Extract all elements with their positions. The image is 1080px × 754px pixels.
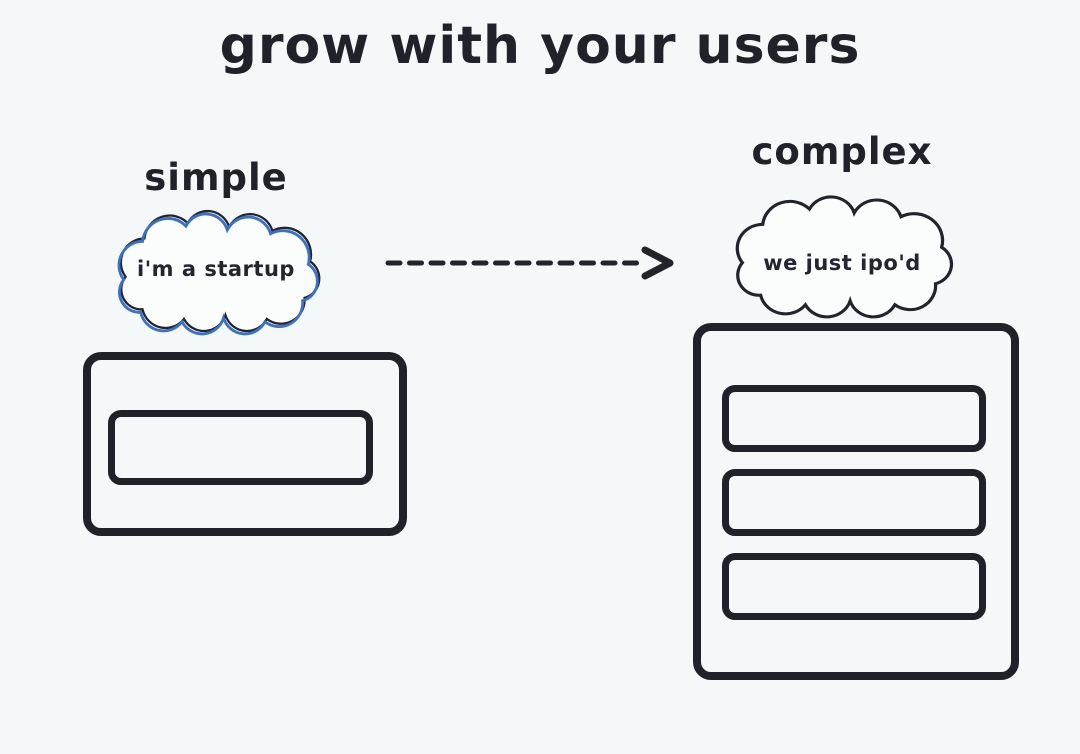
app-box-complex <box>693 323 1019 680</box>
app-slot <box>722 385 986 452</box>
stage-label-complex: complex <box>751 130 933 173</box>
thought-cloud-icon-complex <box>735 195 954 319</box>
app-slot <box>722 469 986 536</box>
stage-label-simple: simple <box>144 156 288 199</box>
app-box-simple <box>83 352 407 536</box>
thought-text-simple: i'm a startup <box>137 257 295 281</box>
app-slot <box>722 553 986 620</box>
growth-arrow-icon <box>385 246 674 280</box>
thought-cloud-icon-simple <box>117 209 321 336</box>
app-slot <box>108 410 373 485</box>
thought-text-complex: we just ipo'd <box>763 251 921 275</box>
page-title: grow with your users <box>219 16 861 76</box>
